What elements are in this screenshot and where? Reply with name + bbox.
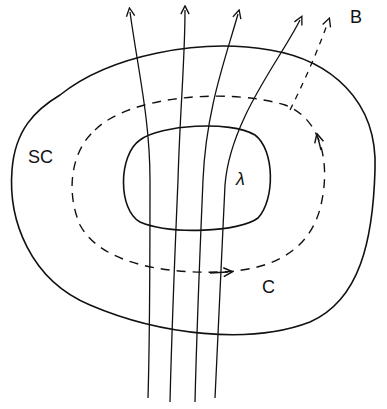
ring-hole xyxy=(124,126,271,230)
penetration-depth-label: λ xyxy=(236,170,245,188)
contour-c xyxy=(72,96,325,272)
field-line xyxy=(215,20,300,398)
field-line xyxy=(130,12,150,398)
field-line xyxy=(195,14,238,402)
contour-arrow xyxy=(210,272,228,273)
field-line xyxy=(170,10,185,402)
region-label: SC xyxy=(28,148,53,166)
field-label: B xyxy=(350,8,362,26)
field-line xyxy=(290,22,328,110)
ring-outer xyxy=(12,46,376,334)
contour-label: C xyxy=(262,278,275,296)
contour-arrow xyxy=(318,138,321,150)
